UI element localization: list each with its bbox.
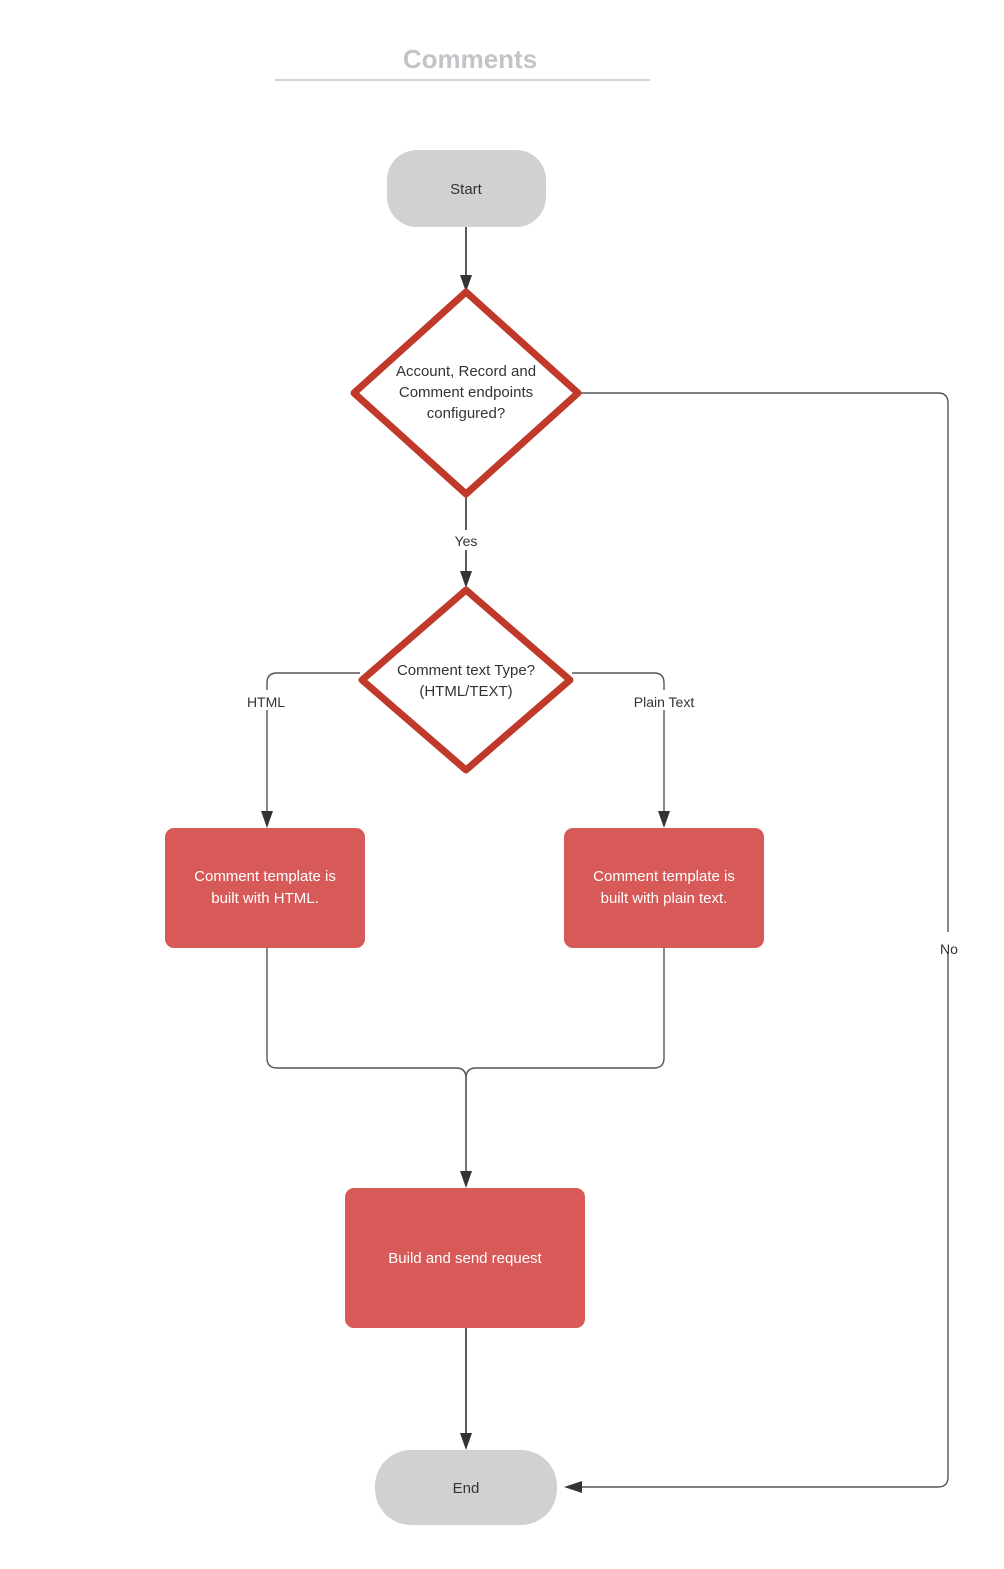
- edge-decision-text-type-plain: Plain Text: [572, 672, 708, 828]
- process-build-shape[interactable]: [345, 1188, 585, 1328]
- process-html-label-line2: built with HTML.: [211, 890, 319, 907]
- page-title: Comments: [403, 44, 537, 74]
- edge-plain-box-to-merge: [465, 948, 665, 1172]
- edge-build-to-end: [460, 1328, 472, 1450]
- edge-decision-endpoints-yes: Yes: [446, 496, 488, 588]
- plain-text-label-backdrop: [620, 690, 708, 710]
- edge-label-plain-text: Plain Text: [634, 694, 695, 710]
- arrow-head-icon: [460, 275, 472, 292]
- node-process-html-template[interactable]: Comment template is built with HTML.: [165, 828, 365, 948]
- html-label-backdrop: [236, 690, 296, 710]
- end-shape[interactable]: [375, 1450, 557, 1525]
- node-process-build-send-request[interactable]: Build and send request: [345, 1188, 585, 1328]
- edge-label-html: HTML: [247, 694, 285, 710]
- decision-endpoints-label-line2: Comment endpoints: [399, 384, 533, 401]
- decision-text-type-label-line1: Comment text Type?: [397, 662, 535, 679]
- decision-endpoints-label-line3: configured?: [427, 405, 505, 422]
- edge-decision-text-type-html: HTML: [236, 672, 360, 828]
- process-plain-label-line1: Comment template is: [593, 868, 735, 885]
- start-label: Start: [450, 181, 483, 198]
- process-html-shape[interactable]: [165, 828, 365, 948]
- arrow-head-icon: [460, 1171, 472, 1188]
- arrow-head-icon: [460, 571, 472, 588]
- start-shape[interactable]: [387, 150, 546, 227]
- decision-endpoints-shape[interactable]: [350, 288, 582, 498]
- node-end[interactable]: End: [375, 1450, 557, 1525]
- decision-endpoints-label-line1: Account, Record and: [396, 363, 536, 380]
- process-build-label: Build and send request: [388, 1250, 542, 1267]
- edge-label-no: No: [940, 941, 958, 957]
- edge-label-yes: Yes: [455, 533, 478, 549]
- arrow-head-icon: [460, 1433, 472, 1450]
- arrow-head-icon: [564, 1481, 582, 1493]
- edge-html-box-to-merge: [266, 948, 467, 1172]
- edge-start-to-decision-endpoints: [460, 226, 472, 292]
- arrow-head-icon: [261, 811, 273, 828]
- end-label: End: [453, 1480, 480, 1497]
- node-process-plain-template[interactable]: Comment template is built with plain tex…: [564, 828, 764, 948]
- node-decision-comment-text-type[interactable]: Comment text Type? (HTML/TEXT): [358, 586, 574, 774]
- node-decision-endpoints-configured[interactable]: Account, Record and Comment endpoints co…: [350, 288, 582, 498]
- node-start[interactable]: Start: [387, 150, 546, 227]
- decision-text-type-label-line2: (HTML/TEXT): [419, 683, 512, 700]
- edge-merge-to-build: [460, 1171, 472, 1188]
- edge-decision-endpoints-no: No: [564, 392, 968, 1493]
- no-label-backdrop: [930, 932, 968, 952]
- process-plain-label-line2: built with plain text.: [601, 890, 728, 907]
- yes-label-backdrop: [446, 530, 488, 550]
- process-plain-shape[interactable]: [564, 828, 764, 948]
- arrow-head-icon: [658, 811, 670, 828]
- decision-text-type-shape[interactable]: [358, 586, 574, 774]
- process-html-label-line1: Comment template is: [194, 868, 336, 885]
